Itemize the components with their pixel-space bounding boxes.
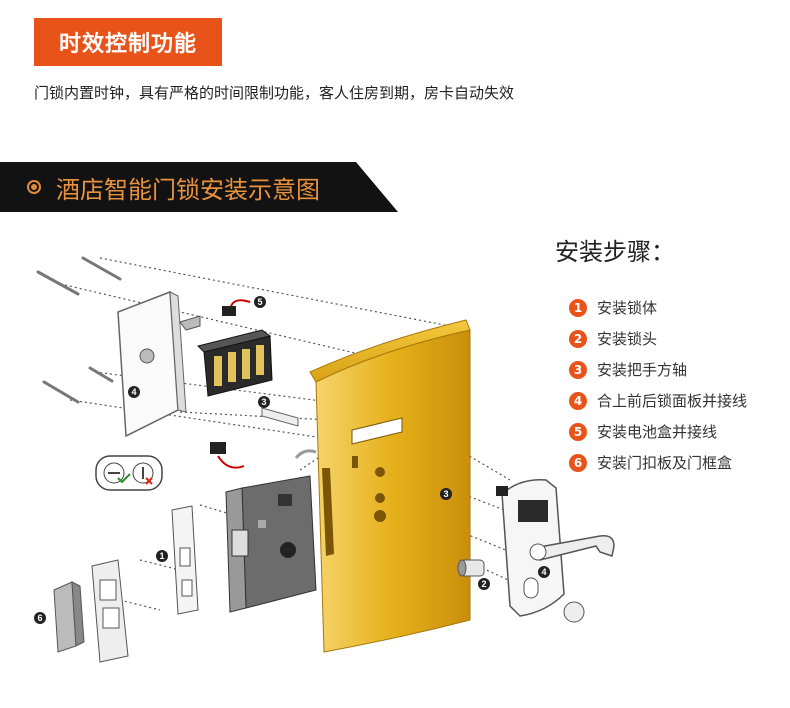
- feature-description: 门锁内置时钟，具有严格的时间限制功能，客人住房到期，房卡自动失效: [34, 84, 515, 102]
- diagram-marker: 3: [443, 489, 448, 499]
- banner-bullet-icon: [27, 180, 41, 194]
- diagram-marker: 5: [257, 297, 262, 307]
- step-number-badge: 1: [569, 298, 587, 317]
- step-item: 3 安装把手方轴: [569, 354, 747, 385]
- installation-diagram: 5 4 3 3 1 2 6: [34, 256, 531, 663]
- spindle-bar: [261, 407, 299, 427]
- section-title: 酒店智能门锁安装示意图: [56, 176, 320, 204]
- steps-list: 1 安装锁体 2 安装锁头 3 安装把手方轴 4 合上前后锁面板并接线 5 安装电池盒并接…: [569, 292, 747, 478]
- steps-title: 安装步骤：: [555, 238, 675, 266]
- diagram-marker: 4: [131, 387, 136, 397]
- diagram-marker: 4: [541, 567, 546, 577]
- step-number-badge: 2: [569, 329, 587, 348]
- step-label: 安装门扣板及门框盒: [597, 454, 733, 472]
- diagram-marker: 2: [481, 579, 486, 589]
- step-number-badge: 6: [569, 453, 587, 472]
- step-number-badge: 3: [569, 360, 587, 379]
- lever-handle: [529, 534, 615, 561]
- front-panel-diagram: 4: [496, 479, 615, 623]
- battery-box: [197, 299, 273, 397]
- frame-box: [53, 581, 85, 653]
- diagram-marker: 1: [159, 551, 164, 561]
- step-item: 1 安装锁体: [569, 292, 747, 323]
- step-item: 2 安装锁头: [569, 323, 747, 354]
- door-slab: [309, 319, 471, 653]
- wire-connector: [210, 442, 245, 469]
- diagram-marker: 3: [261, 397, 266, 407]
- lock-face-plate: [171, 505, 199, 615]
- mounting-screws: [36, 256, 122, 404]
- step-item: 5 安装电池盒并接线: [569, 416, 747, 447]
- diagram-markers: 5 4 3 3 1 2 6: [34, 296, 490, 624]
- mortise-lock-body: [225, 449, 317, 613]
- step-item: 6 安装门扣板及门框盒: [569, 447, 747, 478]
- feature-title-badge: 时效控制功能: [34, 18, 222, 66]
- cylinder-cap: [563, 601, 585, 623]
- step-label: 安装锁体: [597, 299, 658, 317]
- orientation-callout: [95, 455, 163, 491]
- lock-cylinder: [457, 559, 485, 577]
- step-number-badge: 4: [569, 391, 587, 410]
- diagram-markers-right: 4: [538, 566, 550, 578]
- step-label: 安装把手方轴: [597, 361, 688, 379]
- strike-plate: [91, 559, 129, 663]
- step-label: 合上前后锁面板并接线: [597, 392, 748, 410]
- back-plate: [117, 290, 201, 438]
- step-item: 4 合上前后锁面板并接线: [569, 385, 747, 416]
- step-label: 安装锁头: [597, 330, 658, 348]
- step-number-badge: 5: [569, 422, 587, 441]
- diagram-marker: 6: [37, 613, 42, 623]
- step-label: 安装电池盒并接线: [597, 423, 718, 441]
- section-banner: [0, 162, 398, 212]
